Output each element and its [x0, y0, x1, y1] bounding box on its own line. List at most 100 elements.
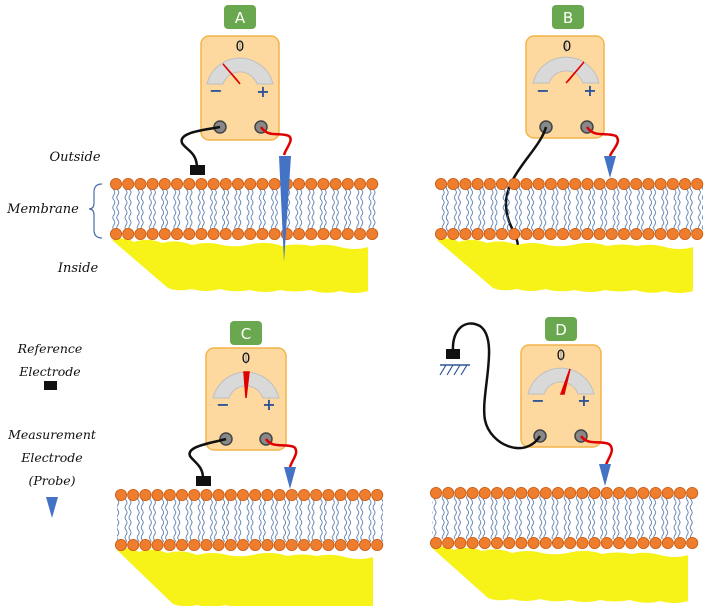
meter-d-minus-sign: −: [531, 391, 544, 410]
phospholipid-head: [630, 177, 643, 190]
phospholipid-head: [122, 227, 135, 240]
phospholipid-head: [588, 537, 601, 550]
phospholipid-head: [188, 539, 201, 552]
phospholipid-head: [305, 227, 318, 240]
phospholipid-head: [490, 537, 503, 550]
phospholipid-head: [366, 177, 379, 190]
phospholipid-head: [297, 539, 310, 552]
phospholipid-head: [618, 227, 631, 240]
phospholipid-head: [674, 486, 687, 499]
phospholipid-head: [236, 539, 249, 552]
phospholipid-head: [224, 488, 237, 501]
probe-electrode-a: [279, 156, 291, 262]
phospholipid-head: [322, 488, 335, 501]
probe-wire-c: [264, 438, 298, 468]
phospholipid-head: [442, 486, 455, 499]
legend-reference-line1: Reference: [17, 341, 83, 356]
phospholipid-head: [329, 177, 342, 190]
phospholipid-head: [212, 488, 225, 501]
phospholipid-head: [478, 537, 491, 550]
phospholipid-head: [353, 227, 366, 240]
probe-wire-a: [259, 126, 292, 156]
phospholipid-head: [600, 486, 613, 499]
phospholipid-head: [581, 227, 594, 240]
meter-a-zero-label: 0: [236, 39, 245, 55]
phospholipid-head: [110, 177, 123, 190]
phospholipid-head: [564, 486, 577, 499]
phospholipid-head: [346, 539, 359, 552]
meter-c-plus-sign: +: [262, 395, 275, 414]
badge-d: D: [545, 317, 577, 341]
phospholipid-head: [200, 539, 213, 552]
phospholipid-head: [649, 537, 662, 550]
phospholipid-head: [371, 488, 384, 501]
voltmeter-b: 0 − +: [525, 35, 605, 139]
meter-c-minus-sign: −: [216, 395, 229, 414]
label-outside: Outside: [49, 150, 100, 165]
phospholipid-head: [515, 486, 528, 499]
phospholipid-head: [127, 539, 140, 552]
phospholipid-head: [503, 537, 516, 550]
phospholipid-head: [654, 177, 667, 190]
label-inside: Inside: [57, 261, 99, 276]
phospholipid-head: [188, 488, 201, 501]
phospholipid-head: [429, 537, 442, 550]
phospholipid-head: [310, 488, 323, 501]
phospholipid-head: [503, 486, 516, 499]
phospholipid-head: [175, 539, 188, 552]
phospholipid-head: [520, 177, 533, 190]
phospholipid-head: [532, 227, 545, 240]
badge-c: C: [230, 321, 262, 345]
phospholipid-head: [495, 227, 508, 240]
phospholipid-head: [576, 486, 589, 499]
phospholipid-head: [261, 488, 274, 501]
ground-symbol-d: [439, 349, 470, 376]
phospholipid-head: [371, 539, 384, 552]
phospholipid-head: [170, 177, 183, 190]
phospholipid-head: [249, 488, 262, 501]
phospholipid-head: [158, 227, 171, 240]
phospholipid-head: [268, 177, 281, 190]
phospholipid-head: [490, 486, 503, 499]
voltmeter-a: 0 − +: [200, 35, 280, 141]
ref-wire-a: [180, 125, 221, 169]
phospholipid-head: [686, 486, 699, 499]
phospholipid-head: [366, 227, 379, 240]
phospholipid-head: [219, 227, 232, 240]
phospholipid-head: [544, 227, 557, 240]
membrane-c: [115, 488, 384, 606]
phospholipid-head: [122, 177, 135, 190]
legend-reference-icon: [44, 381, 57, 390]
phospholipid-head: [625, 537, 638, 550]
phospholipid-head: [478, 486, 491, 499]
phospholipid-head: [483, 227, 496, 240]
phospholipid-head: [637, 486, 650, 499]
meter-b-zero-label: 0: [563, 39, 572, 55]
phospholipid-head: [236, 488, 249, 501]
phospholipid-head: [527, 486, 540, 499]
legend-reference-line2: Electrode: [18, 364, 80, 379]
phospholipid-head: [285, 539, 298, 552]
phospholipid-head: [539, 537, 552, 550]
phospholipid-head: [127, 488, 140, 501]
phospholipid-head: [358, 539, 371, 552]
meter-d-plus-sign: +: [577, 391, 590, 410]
legend-measurement-line3: (Probe): [28, 473, 75, 488]
phospholipid-head: [495, 177, 508, 190]
phospholipid-head: [539, 486, 552, 499]
phospholipid-head: [454, 537, 467, 550]
phospholipid-head: [305, 177, 318, 190]
phospholipid-head: [447, 227, 460, 240]
phospholipid-head: [520, 227, 533, 240]
legend-measurement-line1: Measurement: [7, 427, 97, 442]
phospholipid-head: [334, 539, 347, 552]
phospholipid-head: [691, 227, 704, 240]
reference-electrode-c: [196, 476, 211, 486]
phospholipid-head: [329, 227, 342, 240]
phospholipid-head: [569, 227, 582, 240]
phospholipid-head: [341, 227, 354, 240]
phospholipid-head: [471, 177, 484, 190]
phospholipid-head: [195, 177, 208, 190]
phospholipid-head: [508, 177, 521, 190]
phospholipid-head: [346, 488, 359, 501]
